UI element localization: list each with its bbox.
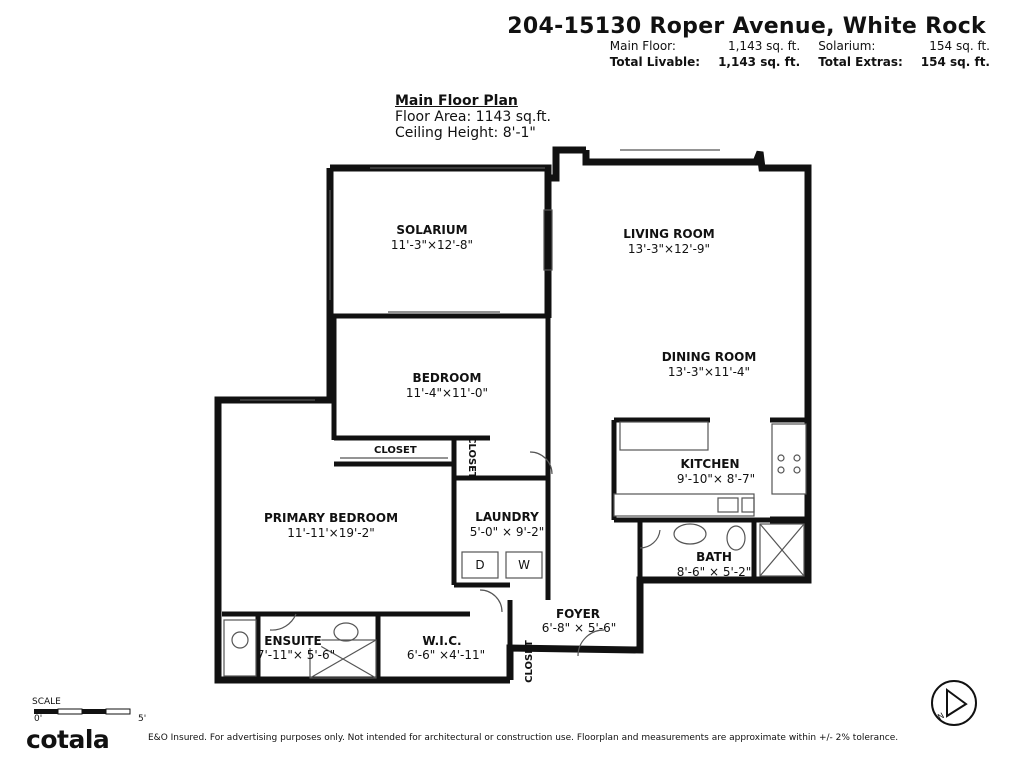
door-swing: [639, 529, 661, 549]
bath-sink: [673, 523, 707, 545]
main-floor-label: Main Floor:: [609, 39, 676, 53]
counter: [613, 493, 755, 517]
solarium-label: Solarium:: [818, 39, 876, 53]
washer: [505, 551, 543, 579]
room-primary-dims: 11'-11'×19'-2": [287, 526, 375, 540]
property-address: 204-15130 Roper Avenue, White Rock: [507, 14, 986, 39]
ensuite-sink: [231, 631, 249, 649]
room-dining-name: DINING ROOM: [661, 350, 757, 364]
floor-area: Floor Area: 1143 sq.ft.: [395, 109, 551, 125]
area-summary: Main Floor: 1,143 sq. ft. Solarium: 154 …: [604, 38, 990, 70]
main-floor-value: 1,143 sq. ft.: [727, 39, 801, 53]
exterior-wall: [582, 150, 812, 524]
room-living-name: LIVING ROOM: [623, 227, 715, 241]
room-bedroom-name: BEDROOM: [412, 371, 482, 385]
room-solarium-dims: 11'-3"×12'-8": [390, 238, 474, 252]
total-livable-value: 1,143 sq. ft.: [718, 55, 801, 69]
disclaimer: E&O Insured. For advertising purposes on…: [148, 733, 899, 743]
total-extras-label: Total Extras:: [818, 55, 903, 69]
closet-foyer-label: CLOSET: [523, 640, 535, 683]
sink: [741, 497, 755, 513]
scale-bar: [34, 708, 131, 715]
solarium-value: 154 sq. ft.: [929, 39, 990, 53]
scale-max: 5': [138, 714, 147, 724]
room-solarium-name: SOLARIUM: [396, 223, 468, 237]
toilet: [726, 525, 746, 551]
plan-title: Main Floor Plan: [395, 93, 518, 109]
door-swing: [529, 451, 553, 475]
scale-min: 0': [34, 714, 43, 724]
burner: [777, 466, 785, 474]
closet-bedroom-label: CLOSET: [374, 445, 417, 456]
room-dining-dims: 13'-3"×11'-4": [667, 365, 751, 379]
counter: [771, 423, 807, 495]
kitchen-island: [619, 421, 709, 451]
closet-small-label: CLOSET: [465, 436, 477, 479]
sink: [717, 497, 739, 513]
room-living-dims: 13'-3"×12'-9": [627, 242, 711, 256]
room-laundry-dims: 5'-0" × 9'-2": [469, 525, 545, 539]
washer-label: W: [518, 558, 530, 572]
room-ensuite-dims: 7'-11"× 5'-6": [256, 648, 336, 662]
room-bath-name: BATH: [696, 550, 732, 564]
exterior-wall: [214, 168, 510, 684]
room-foyer-dims: 6'-8" × 5'-6": [541, 621, 617, 635]
room-wic-dims: 6'-6" ×4'-11": [406, 648, 486, 662]
exterior-wall: [506, 520, 812, 680]
room-bedroom-dims: 11'-4"×11'-0": [405, 386, 489, 400]
room-wic-name: W.I.C.: [422, 634, 462, 648]
room-primary-name: PRIMARY BEDROOM: [263, 511, 399, 525]
door-swing: [479, 589, 503, 613]
room-kitchen-name: KITCHEN: [680, 457, 740, 471]
room-laundry-name: LAUNDRY: [475, 510, 539, 524]
dryer: [461, 551, 499, 579]
ceiling-height: Ceiling Height: 8'-1": [395, 125, 536, 141]
room-foyer-name: FOYER: [555, 607, 601, 621]
exterior-wall: [544, 146, 586, 182]
burner: [793, 466, 801, 474]
sliding-door: [543, 209, 553, 271]
door-swing: [577, 629, 605, 657]
dryer-label: D: [475, 558, 485, 572]
ensuite-shower: [309, 639, 377, 679]
room-kitchen-dims: 9'-10"× 8'-7": [676, 472, 756, 486]
burner: [793, 454, 801, 462]
total-extras-value: 154 sq. ft.: [920, 55, 990, 69]
ensuite-toilet: [333, 622, 359, 642]
room-bath-dims: 8'-6" × 5'-2": [676, 565, 752, 579]
plan-info: Main Floor Plan Floor Area: 1143 sq.ft. …: [395, 93, 551, 141]
scale-label: SCALE: [32, 697, 61, 707]
shower: [759, 523, 805, 577]
burner: [777, 454, 785, 462]
room-ensuite-name: ENSUITE: [264, 634, 322, 648]
total-livable-label: Total Livable:: [609, 55, 701, 69]
compass-icon: [931, 680, 977, 726]
door-swing: [269, 613, 297, 631]
brand-logo: cotala: [26, 725, 110, 754]
ensuite-vanity: [223, 619, 257, 677]
